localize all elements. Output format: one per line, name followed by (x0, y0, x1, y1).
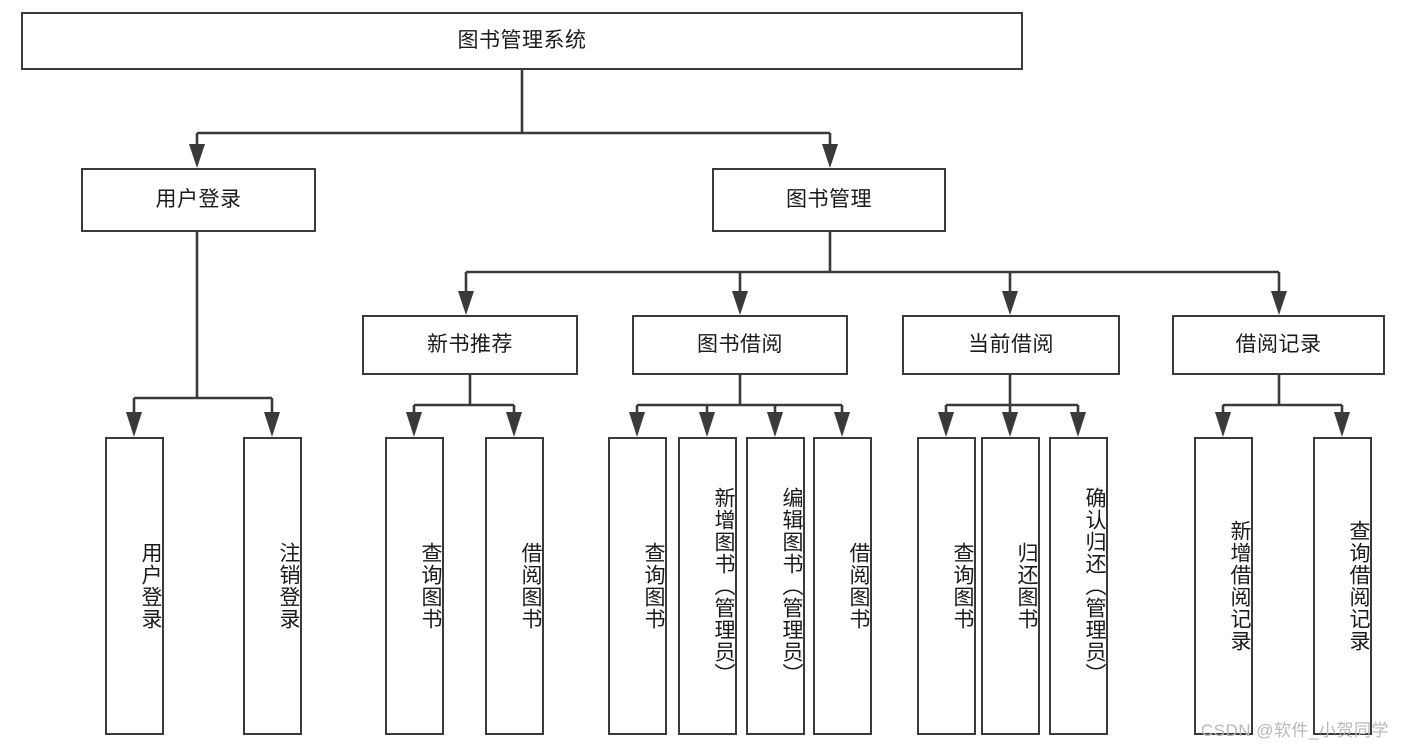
leaf-new-book-borrow[interactable]: 借阅图书 (485, 437, 544, 735)
leaf-user-login-login[interactable]: 用户登录 (105, 437, 164, 735)
arrowhead-bb-leaf-2 (699, 412, 715, 437)
arrowhead-book-borrow (732, 291, 748, 315)
node-new-book-recommend[interactable]: 新书推荐 (362, 315, 578, 375)
leaf-borrow-record-add[interactable]: 新增借阅记录 (1194, 437, 1253, 735)
leaf-current-borrow-confirm[interactable]: 确认归还（管理员） (1049, 437, 1108, 735)
leaf-borrow-record-add-label: 新增借阅记录 (1228, 520, 1251, 652)
arrowhead-leaf-logout (264, 412, 280, 437)
leaf-borrow-record-query[interactable]: 查询借阅记录 (1313, 437, 1372, 735)
watermark: CSDN @软件_小贺同学 (1200, 721, 1389, 740)
arrowhead-nb-leaf-1 (406, 412, 422, 437)
node-root[interactable]: 图书管理系统 (21, 12, 1023, 70)
node-current-borrow[interactable]: 当前借阅 (902, 315, 1120, 375)
leaf-book-borrow-edit-label: 编辑图书（管理员） (780, 487, 803, 685)
arrowhead-cb-leaf-1 (938, 412, 954, 437)
node-new-book-recommend-label: 新书推荐 (427, 333, 513, 357)
arrowhead-cb-leaf-3 (1070, 412, 1086, 437)
leaf-borrow-record-query-label: 查询借阅记录 (1347, 520, 1370, 652)
leaf-book-borrow-borrow-label: 借阅图书 (847, 542, 870, 630)
leaf-new-book-query[interactable]: 查询图书 (385, 437, 444, 735)
arrowhead-leaf-user-login (126, 412, 142, 437)
arrowhead-user-login (189, 144, 205, 168)
leaf-current-borrow-query[interactable]: 查询图书 (917, 437, 976, 735)
arrowhead-current-borrow (1002, 291, 1018, 315)
node-current-borrow-label: 当前借阅 (968, 333, 1054, 357)
leaf-new-book-borrow-label: 借阅图书 (519, 542, 542, 630)
node-book-borrow[interactable]: 图书借阅 (632, 315, 848, 375)
arrowhead-cb-leaf-2 (1002, 412, 1018, 437)
node-borrow-record[interactable]: 借阅记录 (1172, 315, 1385, 375)
leaf-book-borrow-borrow[interactable]: 借阅图书 (813, 437, 872, 735)
leaf-book-borrow-query-label: 查询图书 (642, 542, 665, 630)
node-book-management-label: 图书管理 (786, 188, 872, 212)
leaf-current-borrow-return[interactable]: 归还图书 (981, 437, 1040, 735)
node-book-management[interactable]: 图书管理 (712, 168, 946, 232)
node-book-borrow-label: 图书借阅 (697, 333, 783, 357)
arrowhead-bb-leaf-3 (767, 412, 783, 437)
node-user-login[interactable]: 用户登录 (81, 168, 316, 232)
arrowhead-new-book (458, 291, 474, 315)
leaf-new-book-query-label: 查询图书 (419, 542, 442, 630)
leaf-user-login-login-label: 用户登录 (139, 542, 162, 630)
arrowhead-br-leaf-2 (1334, 412, 1350, 437)
arrowhead-bb-leaf-1 (629, 412, 645, 437)
leaf-current-borrow-query-label: 查询图书 (951, 542, 974, 630)
arrowhead-bb-leaf-4 (834, 412, 850, 437)
arrowhead-book-mgmt (822, 144, 838, 168)
node-user-login-label: 用户登录 (155, 188, 242, 212)
leaf-book-borrow-query[interactable]: 查询图书 (608, 437, 667, 735)
node-root-label: 图书管理系统 (457, 29, 587, 53)
leaf-book-borrow-edit[interactable]: 编辑图书（管理员） (746, 437, 805, 735)
leaf-book-borrow-add-label: 新增图书（管理员） (712, 487, 735, 685)
leaf-book-borrow-add[interactable]: 新增图书（管理员） (678, 437, 737, 735)
arrowhead-br-leaf-1 (1215, 412, 1231, 437)
arrowhead-borrow-record (1271, 291, 1287, 315)
leaf-user-login-logout-label: 注销登录 (277, 542, 300, 630)
leaf-user-login-logout[interactable]: 注销登录 (243, 437, 302, 735)
leaf-current-borrow-confirm-label: 确认归还（管理员） (1083, 487, 1106, 685)
leaf-current-borrow-return-label: 归还图书 (1015, 542, 1038, 630)
arrowhead-nb-leaf-2 (506, 412, 522, 437)
node-borrow-record-label: 借阅记录 (1235, 333, 1322, 357)
